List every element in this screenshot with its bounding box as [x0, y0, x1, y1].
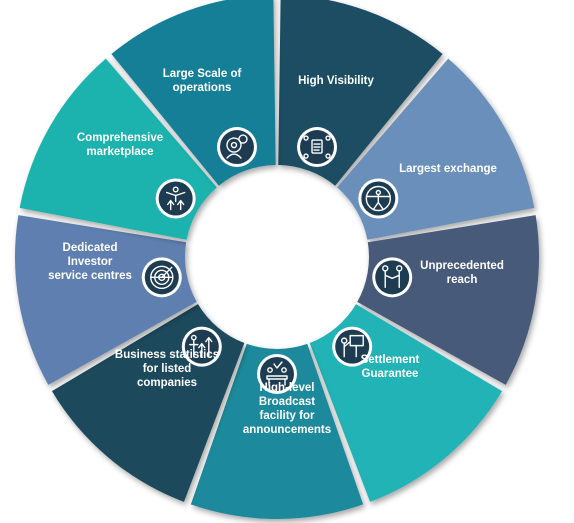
radar-target-icon: [141, 257, 182, 298]
gear-head-icon: [216, 127, 257, 168]
label-line: companies: [137, 377, 197, 389]
meeting-team-icon: [257, 354, 297, 394]
document-network-icon: [297, 127, 338, 168]
label-line: High Visibility: [298, 75, 374, 87]
segment-label-unprecedented-reach: Unprecedented reach: [420, 260, 504, 286]
arrows-up-person-icon: [155, 178, 196, 219]
segment-label-large-scale-operations: Large Scale of operations: [163, 68, 242, 94]
vitruvian-man-icon: [358, 178, 399, 219]
segment-shape: [14, 215, 197, 385]
label-line: for listed: [143, 363, 192, 375]
label-line: Business statistics: [115, 349, 219, 361]
label-line: Large Scale of: [163, 68, 242, 80]
presenter-board-icon: [332, 326, 373, 367]
segment-unprecedented-reach: [357, 215, 539, 385]
label-line: Settlement: [361, 354, 420, 366]
segment-high-level-broadcast: [190, 343, 364, 519]
growth-people-icon: [181, 326, 222, 367]
segment-label-comprehensive-marketplace: Comprehensive marketplace: [77, 132, 163, 158]
label-line: Unprecedented: [420, 260, 504, 272]
label-line: Guarantee: [362, 368, 419, 380]
label-line: service centres: [48, 270, 132, 282]
label-line: marketplace: [86, 146, 153, 158]
segment-shape: [357, 215, 539, 385]
label-line: Broadcast: [259, 396, 315, 408]
label-line: announcements: [243, 424, 331, 436]
label-line: operations: [173, 82, 232, 94]
segment-label-largest-exchange: Largest exchange: [399, 163, 497, 175]
segment-label-business-statistics: Business statistics for listed companies: [115, 349, 219, 389]
label-line: High-level: [260, 382, 315, 394]
label-line: facility for: [260, 410, 315, 422]
label-line: Dedicated: [63, 242, 118, 254]
segment-label-high-visibility: High Visibility: [298, 75, 374, 87]
handshake-people-icon: [372, 257, 413, 298]
label-line: Largest exchange: [399, 163, 497, 175]
label-line: Comprehensive: [77, 132, 163, 144]
segment-investor-service-centres: [14, 215, 197, 385]
label-line: reach: [447, 274, 478, 286]
label-line: Investor: [68, 256, 113, 268]
segment-shape: [190, 343, 364, 519]
